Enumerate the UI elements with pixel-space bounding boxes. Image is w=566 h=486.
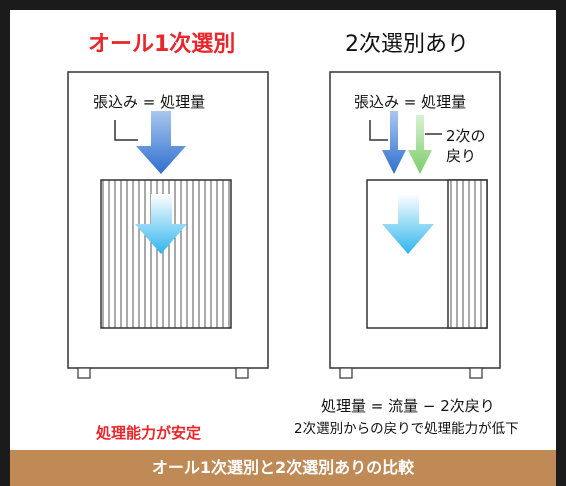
right-input-label: 張込み = 処理量	[354, 93, 467, 111]
right-machine-foot-right	[469, 367, 483, 379]
left-result-text: 処理能力が安定	[96, 424, 202, 442]
right-return-arrow	[408, 115, 432, 174]
formula-text: 処理量 = 流量 − 2次戻り	[321, 397, 495, 415]
return-label-line1: 2次の	[446, 127, 486, 145]
left-machine	[67, 71, 269, 379]
left-label-connector	[114, 120, 138, 141]
left-input-label: 張込み = 処理量	[93, 93, 206, 111]
left-inner-arrow	[135, 194, 187, 254]
left-machine-foot-left	[77, 367, 91, 379]
return-label-line2: 戻り	[446, 147, 477, 165]
right-label-connector	[369, 120, 388, 141]
right-machine-foot-left	[339, 367, 353, 379]
right-title: 2次選別あり	[345, 32, 469, 57]
footer-caption: オール1次選別と2次選別ありの比較	[10, 450, 556, 486]
right-inner-arrow	[382, 194, 434, 254]
left-machine-foot-right	[235, 367, 249, 379]
right-secondary-screen	[447, 179, 488, 329]
right-result-text: 2次選別からの戻りで処理能力が低下	[294, 421, 519, 437]
right-machine	[329, 71, 501, 379]
left-title: オール1次選別	[88, 32, 236, 57]
left-input-arrow	[136, 111, 186, 174]
right-input-arrow	[382, 111, 406, 174]
